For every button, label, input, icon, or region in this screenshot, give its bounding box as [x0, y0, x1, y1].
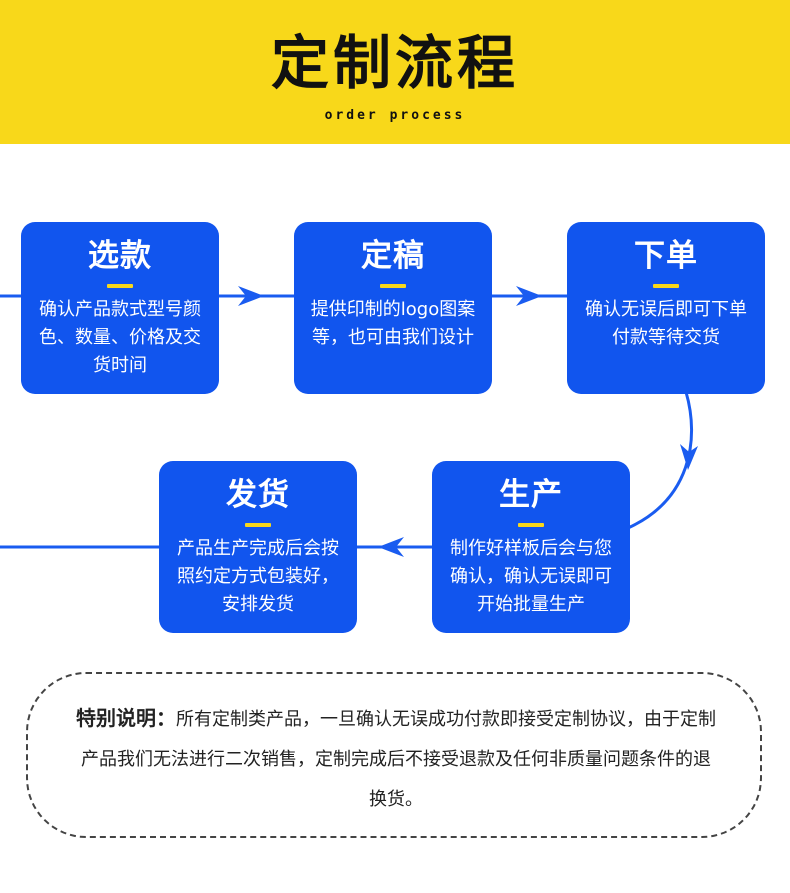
arrow-down-icon: [680, 444, 698, 470]
step-description: 提供印制的logo图案等，也可由我们设计: [310, 299, 476, 348]
note-label: 特别说明：: [76, 706, 176, 730]
step-title: 下单: [634, 238, 698, 274]
page-subtitle: order process: [324, 108, 466, 123]
step-title: 发货: [226, 477, 290, 513]
arrow-right-icon: [238, 286, 264, 306]
curve-flow-line: [627, 391, 693, 530]
step-title: 生产: [499, 477, 563, 513]
title-underline: [518, 523, 544, 527]
title-underline: [107, 284, 133, 288]
step-title: 定稿: [361, 238, 425, 274]
title-underline: [245, 523, 271, 527]
title-underline: [653, 284, 679, 288]
step-title: 选款: [88, 238, 152, 274]
note-text: 所有定制类产品，一旦确认无误成功付款即接受定制协议，由于定制产品我们无法进行二次…: [81, 709, 716, 810]
arrow-left-icon: [378, 537, 404, 557]
special-note: 特别说明：所有定制类产品，一旦确认无误成功付款即接受定制协议，由于定制产品我们无…: [76, 698, 716, 820]
step-shipping: 发货 产品生产完成后会按照约定方式包装好，安排发货: [159, 461, 357, 633]
arrow-right-icon: [516, 286, 542, 306]
title-underline: [380, 284, 406, 288]
step-description: 产品生产完成后会按照约定方式包装好，安排发货: [177, 538, 339, 615]
step-finalize-design: 定稿 提供印制的logo图案等，也可由我们设计: [294, 222, 492, 394]
step-description: 确认产品款式型号颜色、数量、价格及交货时间: [39, 299, 201, 376]
step-select-style: 选款 确认产品款式型号颜色、数量、价格及交货时间: [21, 222, 219, 394]
header-banner: 定制流程 order process: [0, 0, 790, 144]
step-description: 制作好样板后会与您确认，确认无误即可开始批量生产: [450, 538, 612, 615]
special-note-box: 特别说明：所有定制类产品，一旦确认无误成功付款即接受定制协议，由于定制产品我们无…: [26, 672, 762, 838]
step-place-order: 下单 确认无误后即可下单付款等待交货: [567, 222, 765, 394]
step-description: 确认无误后即可下单付款等待交货: [585, 299, 747, 348]
step-production: 生产 制作好样板后会与您确认，确认无误即可开始批量生产: [432, 461, 630, 633]
page-title: 定制流程: [270, 29, 519, 97]
